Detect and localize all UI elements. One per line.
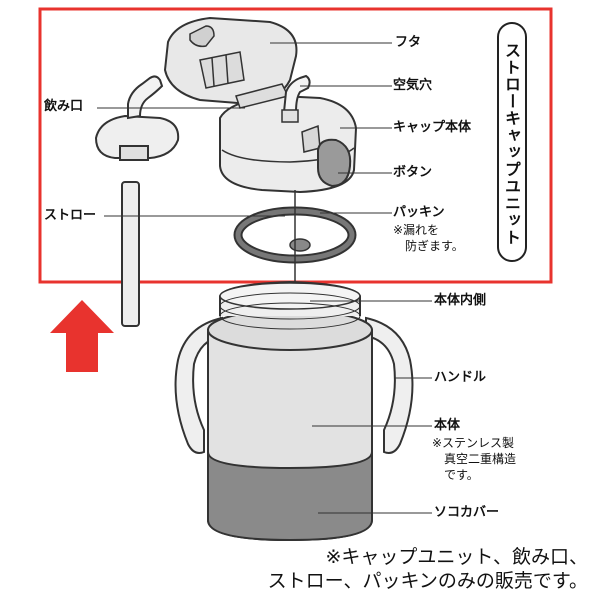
label-cap-body: キャップ本体 [393,120,472,135]
packing-note-2: 防ぎます。 [405,239,464,253]
spout-part [94,75,180,161]
footer-line-1: ※キャップユニット、飲み口、 [325,546,588,568]
cap-unit-title: ストローキャップユニット [502,42,521,246]
label-sole-cover: ソコカバー [434,505,500,520]
handles-part [174,316,414,454]
button-part [317,138,352,188]
label-button: ボタン [393,165,433,180]
straw-part [121,181,140,327]
cap-unit-title-frame: ストローキャップユニット [497,22,527,262]
body-note-1: ※ステンレス製 [432,436,515,450]
body-note-3: です。 [444,468,479,482]
label-futa: フタ [395,35,422,50]
lid-part [163,16,298,106]
label-packing: パッキン [393,205,445,220]
label-nomiguchi: 飲み口 [44,99,84,114]
footer-line-2: ストロー、パッキンのみの販売です。 [267,570,588,592]
cup-body-part [207,280,373,542]
leader-lines [97,42,432,514]
label-body: 本体 [434,418,461,433]
label-straw: ストロー [44,208,97,223]
packing-note-1: ※漏れを [393,223,440,237]
label-handle: ハンドル [434,370,487,385]
body-note-2: 真空二重構造 [444,452,517,466]
label-kukiana: 空気穴 [393,78,433,93]
label-body-inner: 本体内側 [434,293,487,308]
up-arrow-icon [50,300,114,372]
